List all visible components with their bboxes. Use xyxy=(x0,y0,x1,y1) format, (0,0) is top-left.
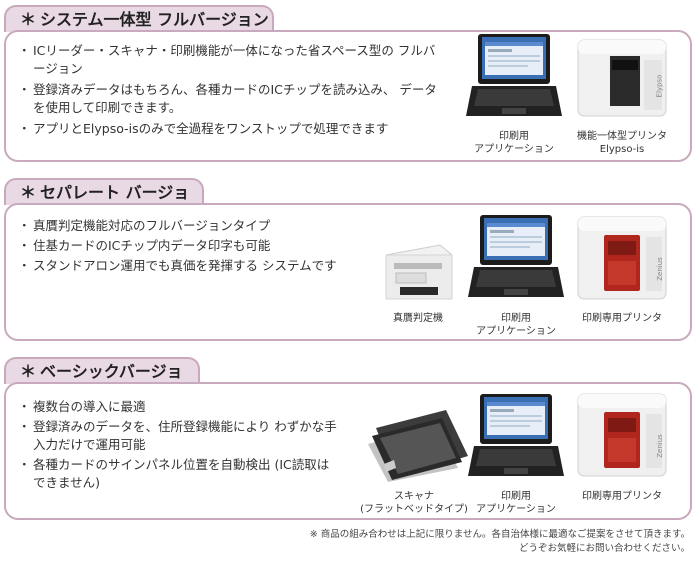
laptop-icon xyxy=(466,34,562,116)
asterisk-icon: ＊ xyxy=(20,10,37,29)
feature-item: 各種カードのサインパネル位置を自動検出 (IC読取はできません) xyxy=(18,456,340,492)
scanner-image xyxy=(358,406,468,486)
asterisk-icon: ＊ xyxy=(20,183,37,202)
laptop-image xyxy=(468,213,564,305)
section-2-tab: ＊セパレート バージョン xyxy=(4,178,204,227)
footnote: ※ 商品の組み合わせは上記に限りません。各自治体様に最適なご提案をさせて頂きます… xyxy=(310,528,690,556)
scanner-icon xyxy=(368,410,468,482)
feature-item: 住基カードのICチップ内データ印字も可能 xyxy=(18,237,350,255)
footnote-line-2: どうぞお気軽にお問い合わせください。 xyxy=(518,543,690,554)
laptop-caption: 印刷用 アプリケーション xyxy=(476,491,556,515)
printer-label: Zenius xyxy=(655,434,664,458)
asterisk-icon: ＊ xyxy=(20,362,37,381)
printer-image: Zenius xyxy=(574,390,670,484)
section-1-tab: ＊システム一体型 フルバージョン xyxy=(4,5,274,32)
section-2-features: 真贋判定機能対応のフルバージョンタイプ 住基カードのICチップ内データ印字も可能… xyxy=(18,217,350,275)
section-1: ICリーダー・スキャナ・印刷機能が一体になった省スペース型の フルバージョン 登… xyxy=(4,30,692,162)
laptop-icon xyxy=(468,215,564,297)
feature-item: 複数台の導入に最適 xyxy=(18,398,340,416)
verifier-icon xyxy=(385,244,453,300)
feature-item: 真贋判定機能対応のフルバージョンタイプ xyxy=(18,217,350,235)
laptop-image xyxy=(466,32,562,124)
scanner-caption: スキャナ (フラットベッドタイプ) xyxy=(360,491,468,515)
printer-caption: 印刷専用プリンタ xyxy=(582,313,662,324)
printer-caption: 機能一体型プリンタ Elypso-is xyxy=(577,131,667,155)
feature-item: 登録済みデータはもちろん、各種カードのICチップを読み込み、 データを使用して印… xyxy=(18,81,440,117)
laptop-icon xyxy=(468,394,564,476)
feature-item: ICリーダー・スキャナ・印刷機能が一体になった省スペース型の フルバージョン xyxy=(18,42,440,78)
section-3-tab: ＊ベーシックバージョン xyxy=(4,357,200,406)
printer-icon xyxy=(577,39,667,117)
printer-icon xyxy=(577,393,667,477)
laptop-caption: 印刷用 アプリケーション xyxy=(476,313,556,337)
feature-item: アプリとElypso-isのみで全過程をワンストップで処理できます xyxy=(18,120,440,138)
printer-label: Zenius xyxy=(655,257,664,281)
verifier-image xyxy=(380,241,456,307)
verifier-caption: 真贋判定機 xyxy=(393,313,443,324)
section-3: 複数台の導入に最適 登録済みのデータを、住所登録機能により わずかな手入力だけで… xyxy=(4,382,692,520)
section-3-features: 複数台の導入に最適 登録済みのデータを、住所登録機能により わずかな手入力だけで… xyxy=(18,398,340,492)
section-1-features: ICリーダー・スキャナ・印刷機能が一体になった省スペース型の フルバージョン 登… xyxy=(18,42,440,138)
printer-image: Zenius xyxy=(574,213,670,307)
printer-image: Elypso xyxy=(574,36,670,124)
section-2: 真贋判定機能対応のフルバージョンタイプ 住基カードのICチップ内データ印字も可能… xyxy=(4,203,692,341)
laptop-caption: 印刷用 アプリケーション xyxy=(474,131,554,155)
printer-caption: 印刷専用プリンタ xyxy=(582,491,662,502)
footnote-line-1: ※ 商品の組み合わせは上記に限りません。各自治体様に最適なご提案をさせて頂きます… xyxy=(309,529,690,540)
feature-item: スタンドアロン運用でも真価を発揮する システムです xyxy=(18,257,350,275)
printer-icon xyxy=(577,216,667,300)
section-1-title: システム一体型 フルバージョン xyxy=(40,10,269,29)
feature-item: 登録済みのデータを、住所登録機能により わずかな手入力だけで運用可能 xyxy=(18,418,340,454)
printer-label: Elypso xyxy=(655,74,664,98)
laptop-image xyxy=(468,392,564,484)
